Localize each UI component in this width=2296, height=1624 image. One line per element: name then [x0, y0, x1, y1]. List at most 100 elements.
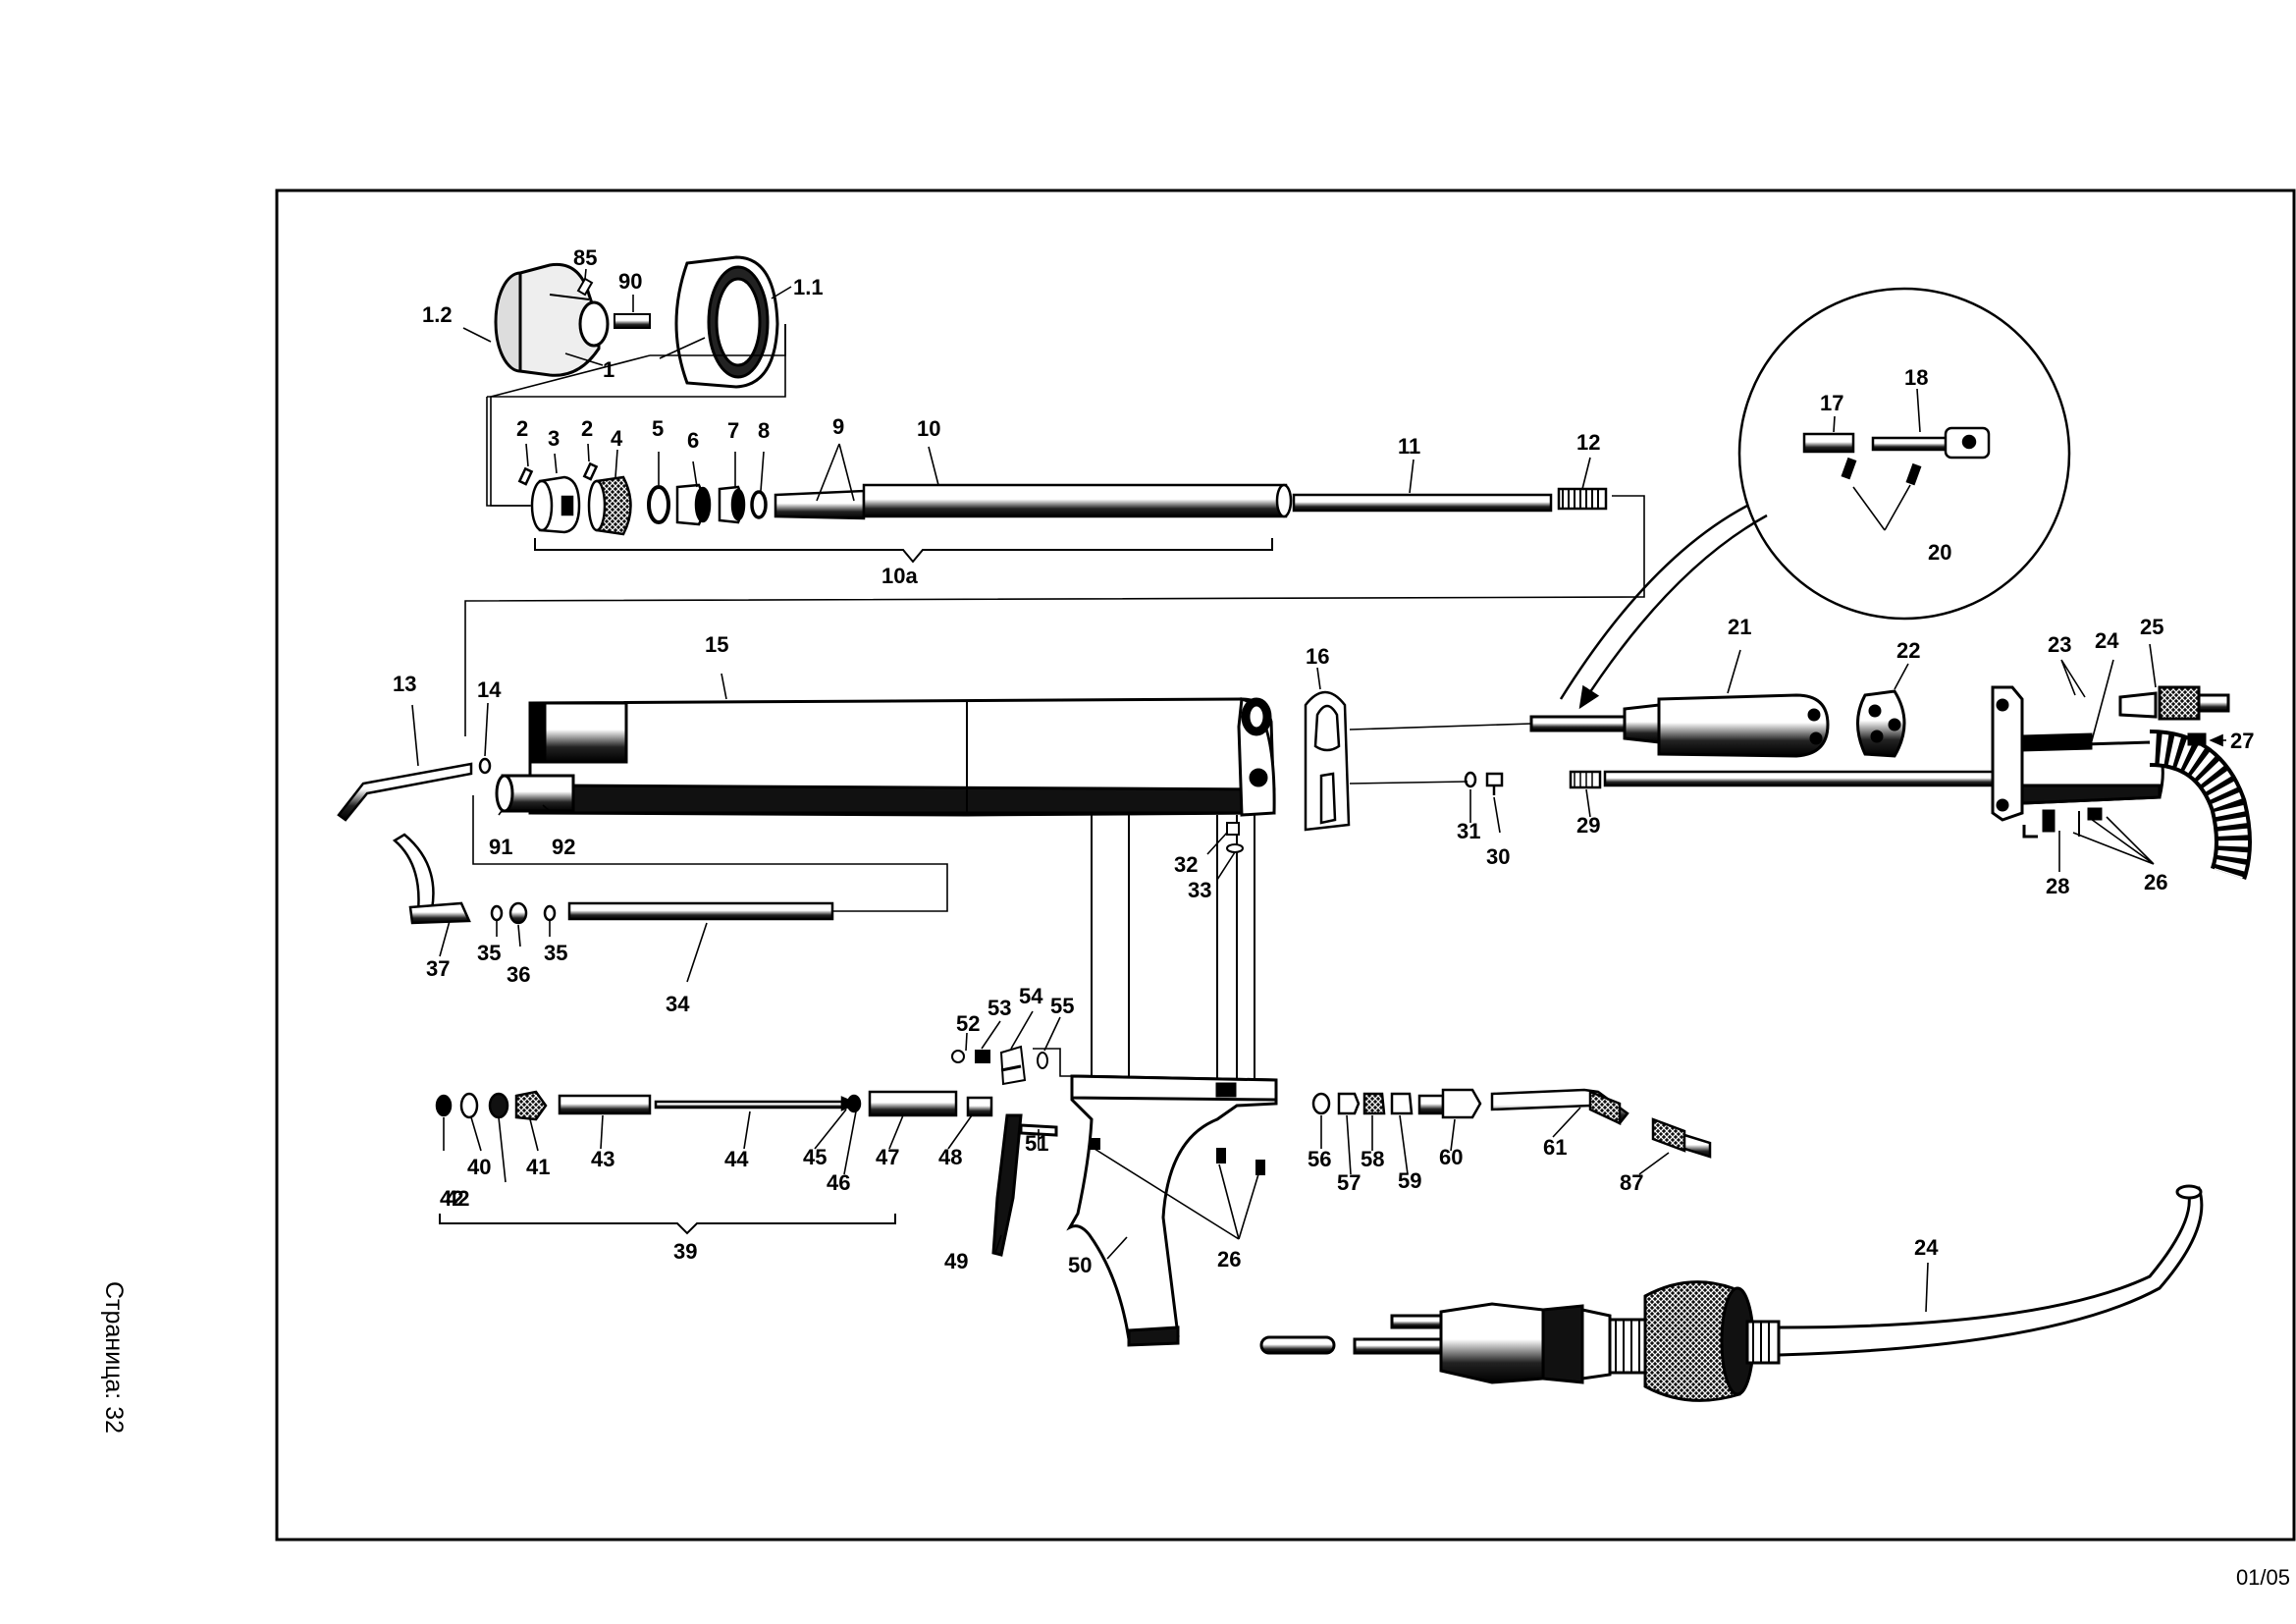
callout-label: 60: [1439, 1145, 1463, 1169]
callout-label: 92: [552, 835, 575, 859]
callout-label: 47: [876, 1145, 899, 1169]
callout-label: 32: [1174, 852, 1198, 877]
callout-label: 16: [1306, 644, 1329, 669]
cap-22-part: [1856, 689, 1906, 758]
callout-label: 51: [1025, 1131, 1048, 1156]
bracket-10a: [534, 538, 1273, 564]
rod-29-part: [1569, 770, 2029, 789]
callout-label: 41: [526, 1155, 550, 1179]
grip-50-part: [1066, 1074, 1278, 1347]
callout-label: 21: [1728, 615, 1751, 639]
callout-label: 37: [426, 956, 450, 981]
diagram-frame: [275, 189, 2296, 1542]
callout-label: 54: [1019, 984, 1043, 1008]
callout-label: 14: [477, 677, 502, 702]
callout-label: 50: [1068, 1253, 1092, 1277]
callout-label: 4: [611, 426, 623, 451]
detail-arrow: [1578, 514, 1768, 710]
callout-label: 90: [618, 269, 642, 294]
callout-label: 33: [1188, 878, 1211, 902]
callout-label: 18: [1904, 365, 1928, 390]
callout-label: 52: [956, 1011, 980, 1036]
parts-30-31: [1464, 771, 1504, 795]
detail-circle: [1737, 287, 2071, 621]
callout-label: 3: [548, 426, 560, 451]
callout-label: 58: [1361, 1147, 1384, 1171]
ring-14-part: [478, 757, 492, 775]
callout-label: 53: [988, 996, 1011, 1020]
callout-label: 17: [1820, 391, 1843, 415]
callout-label: 11: [1398, 434, 1420, 459]
callout-label: 42: [440, 1186, 463, 1211]
valve-group-39: [435, 1090, 993, 1121]
parts-32-33: [1226, 822, 1244, 853]
callout-label: 34: [666, 992, 690, 1016]
callout-label: 1.2: [422, 302, 453, 327]
version-label: 01/05: [2235, 1565, 2290, 1590]
callout-label: 59: [1398, 1168, 1421, 1193]
callout-label: 1: [603, 357, 614, 382]
leader-bracket-52: [1033, 1048, 1072, 1077]
callout-label: 7: [727, 418, 739, 443]
callout-label: 42: [446, 1186, 469, 1211]
handle-21-part: [1529, 693, 1830, 758]
barrel-body-15: [495, 697, 1276, 817]
callout-label: 28: [2046, 874, 2069, 898]
callout-label: 43: [591, 1147, 614, 1171]
callout-label: 46: [827, 1170, 850, 1195]
callout-label: 35: [544, 941, 567, 965]
callout-label: 45: [803, 1145, 827, 1169]
callout-label: 39: [673, 1239, 697, 1264]
callout-label: 10: [917, 416, 940, 441]
callout-label: 49: [944, 1249, 968, 1273]
callout-label: 44: [724, 1147, 749, 1171]
detail-parts: [1802, 426, 1991, 531]
callout-label: 27: [2230, 729, 2254, 753]
bracket-16-part: [1304, 690, 1351, 832]
callout-label: 2: [516, 416, 528, 441]
callout-label: 12: [1576, 430, 1600, 455]
pin-85-part: [576, 277, 594, 297]
callout-label: 31: [1457, 819, 1480, 843]
callout-label: 8: [758, 418, 770, 443]
trigger-49-part: [991, 1113, 1058, 1257]
callout-label: 87: [1620, 1170, 1643, 1195]
callout-label: 48: [938, 1145, 962, 1169]
rear-bracket-part: [1991, 685, 2252, 881]
fittings-56-87: [1311, 1088, 1712, 1159]
callout-label: 56: [1308, 1147, 1331, 1171]
leader-bracket-12: [464, 495, 1645, 736]
grip-vertical-part: [1091, 815, 1255, 1080]
callout-label: 40: [467, 1155, 491, 1179]
leader-lines: [411, 268, 2226, 1313]
callout-label: 35: [477, 941, 501, 965]
callout-label: 91: [489, 835, 512, 859]
callout-label: 20: [1928, 540, 1951, 565]
callout-label: 15: [705, 632, 728, 657]
callout-label: 61: [1543, 1135, 1567, 1160]
callout-label: 2: [581, 416, 593, 441]
callout-labels: 1.2 85 90 1.1 1 2 3 2 4 5 6 7 8 9 10 11 …: [393, 245, 2254, 1277]
bracket-39: [439, 1214, 896, 1235]
callout-label: 26: [2144, 870, 2167, 894]
callout-label: 13: [393, 672, 416, 696]
callout-label: 29: [1576, 813, 1600, 838]
callout-label: 24: [1914, 1235, 1939, 1260]
trigger-rod-group: [392, 833, 834, 925]
callout-label: 25: [2140, 615, 2163, 639]
callout-label: 36: [507, 962, 530, 987]
callout-label: 9: [832, 414, 844, 439]
grip-screws: [1089, 1138, 1265, 1175]
callout-label: 30: [1486, 844, 1510, 869]
page-number-label: Страница: 32: [99, 1280, 128, 1434]
callout-label: 5: [652, 416, 664, 441]
callout-label: 1.1: [793, 275, 824, 299]
callout-label: 10a: [881, 564, 918, 588]
callout-label: 23: [2048, 632, 2071, 657]
rod-13-part: [337, 762, 473, 822]
callout-label: 24: [2095, 628, 2119, 653]
page-number-sidebar: Страница: 32: [83, 1259, 142, 1455]
nozzle-sleeve-part: [674, 255, 779, 389]
callout-label: 85: [573, 245, 597, 270]
